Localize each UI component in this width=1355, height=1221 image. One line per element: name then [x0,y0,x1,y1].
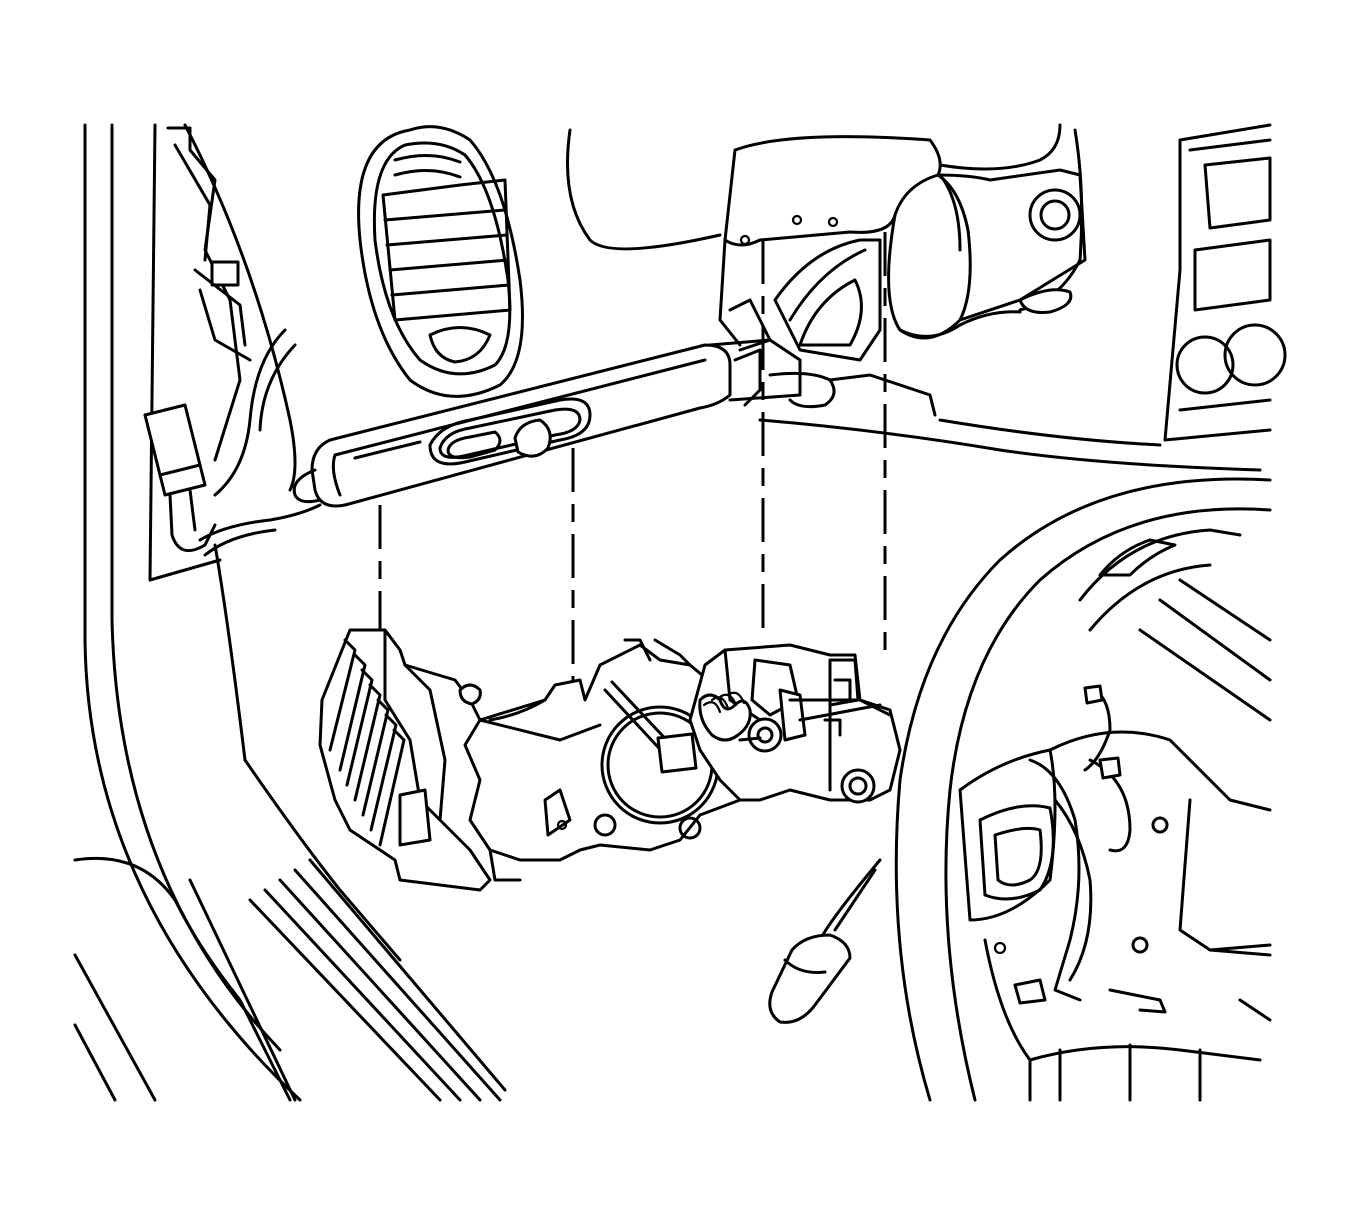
instrument-panel-air-vent [357,125,524,398]
wiring-harness-connector [143,328,322,762]
steering-wheel [894,477,1272,1102]
door-sill-plate [73,758,507,1102]
ignition-switch-assembly [318,628,492,892]
ignition-switch-body [688,643,902,804]
radio-control-panel [1163,123,1287,442]
knee-bolster-trim-panel [292,338,937,508]
dash-upper-contour [566,123,1262,472]
a-pillar-trim [83,123,302,1102]
turn-signal-lever [768,858,882,1024]
alignment-guides [378,232,887,690]
ignition-lock-cylinder-housing [463,638,752,882]
steering-column-shroud [718,135,1087,407]
